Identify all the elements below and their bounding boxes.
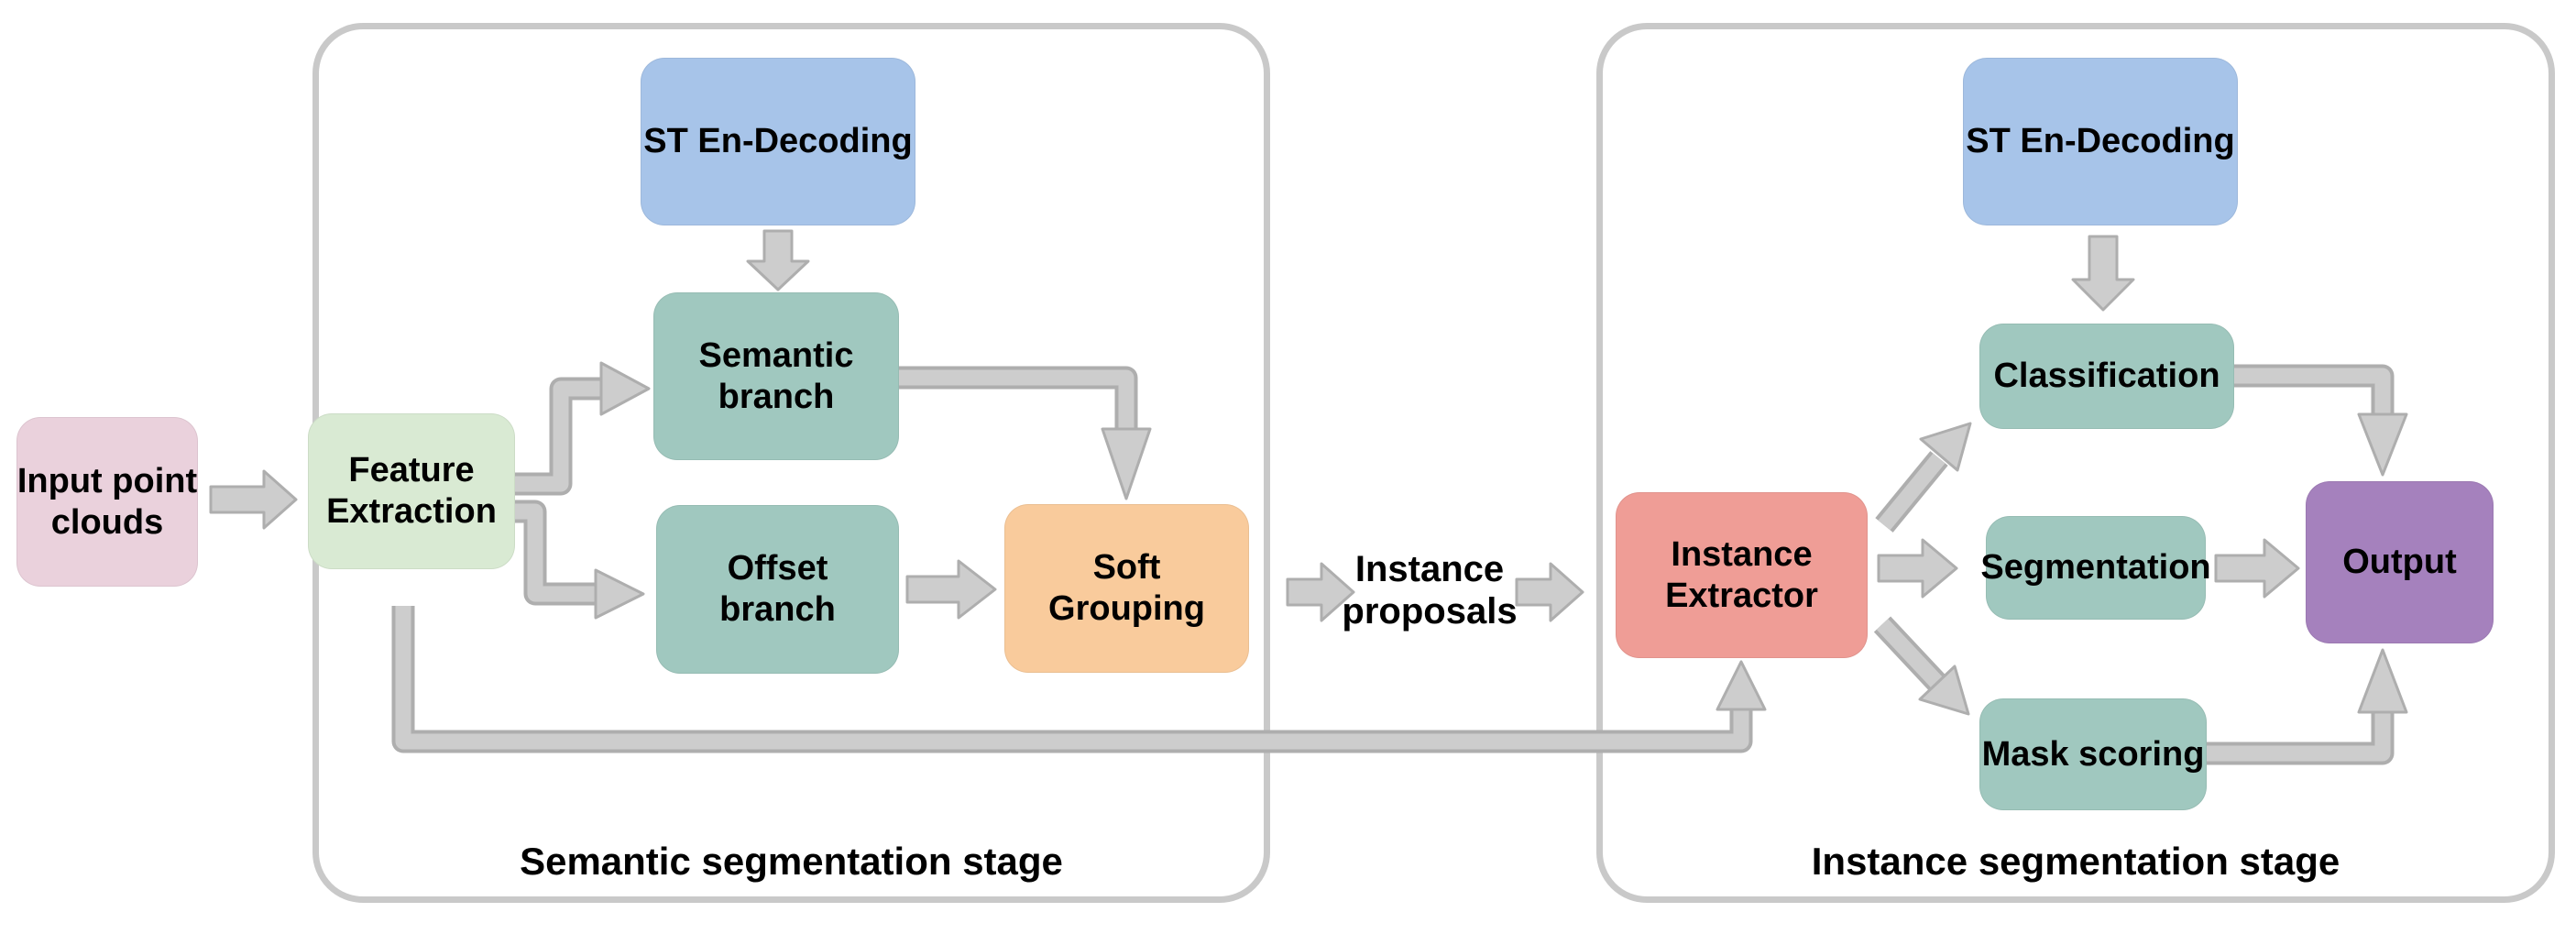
arrow-classification-to-output	[2234, 364, 2408, 477]
node-label: Instance Extractor	[1665, 534, 1818, 615]
node-classification: Classification	[1979, 324, 2234, 429]
node-input-point-clouds: Input point clouds	[16, 417, 198, 587]
node-label: Soft Grouping	[1048, 548, 1205, 628]
arrow-feature-extraction-feedback-to-instance-extractor	[391, 606, 1767, 753]
node-st-en-decoding-semantic: ST En-Decoding	[641, 58, 915, 225]
node-instance-extractor: Instance Extractor	[1616, 492, 1868, 658]
instance-stage-label: Instance segmentation stage	[1811, 840, 2340, 883]
node-label: Output	[2342, 543, 2457, 582]
node-label: Semantic branch	[698, 335, 854, 416]
arrow-instance-extractor-to-segmentation	[1877, 538, 1958, 599]
arrow-st-en-decoding-2-to-classification	[2071, 235, 2135, 312]
node-label: ST En-Decoding	[643, 122, 913, 161]
node-mask-scoring: Mask scoring	[1979, 698, 2207, 810]
arrow-offset-branch-to-soft-grouping	[905, 559, 997, 620]
arrow-input-to-feature-extraction	[209, 469, 298, 530]
node-st-en-decoding-instance: ST En-Decoding	[1963, 58, 2238, 225]
node-label: Offset branch	[719, 549, 836, 629]
node-semantic-branch: Semantic branch	[653, 292, 899, 460]
node-label: Feature Extraction	[326, 451, 497, 531]
arrow-segmentation-to-output	[2214, 538, 2300, 599]
arrow-feature-extraction-to-offset-branch	[515, 500, 645, 620]
node-label: Classification	[1993, 357, 2220, 396]
node-segmentation: Segmentation	[1980, 516, 2211, 620]
arrow-st-en-decoding-1-to-semantic-branch	[746, 229, 810, 291]
instance-stage-container	[1596, 23, 2555, 903]
arrow-instance-proposals-to-instance-extractor	[1515, 562, 1584, 622]
semantic-stage-label: Semantic segmentation stage	[520, 840, 1063, 883]
arrow-soft-grouping-to-instance-proposals	[1286, 562, 1355, 622]
node-offset-branch: Offset branch	[656, 505, 899, 674]
arrow-instance-extractor-to-classification	[1875, 422, 1972, 533]
node-feature-extraction: Feature Extraction	[308, 413, 515, 569]
instance-proposals-label: Instance proposals	[1342, 549, 1518, 632]
node-output: Output	[2306, 481, 2494, 643]
arrow-mask-scoring-to-output	[2207, 648, 2408, 765]
node-label: Input point clouds	[16, 461, 198, 542]
arrow-feature-extraction-to-semantic-branch	[515, 361, 651, 496]
node-label: Segmentation	[1980, 548, 2211, 588]
node-label: Mask scoring	[1981, 734, 2205, 774]
arrow-semantic-branch-to-soft-grouping	[899, 366, 1152, 500]
arrow-instance-extractor-to-mask-scoring	[1873, 616, 1970, 716]
node-label: ST En-Decoding	[1966, 122, 2235, 161]
node-soft-grouping: Soft Grouping	[1004, 504, 1249, 673]
